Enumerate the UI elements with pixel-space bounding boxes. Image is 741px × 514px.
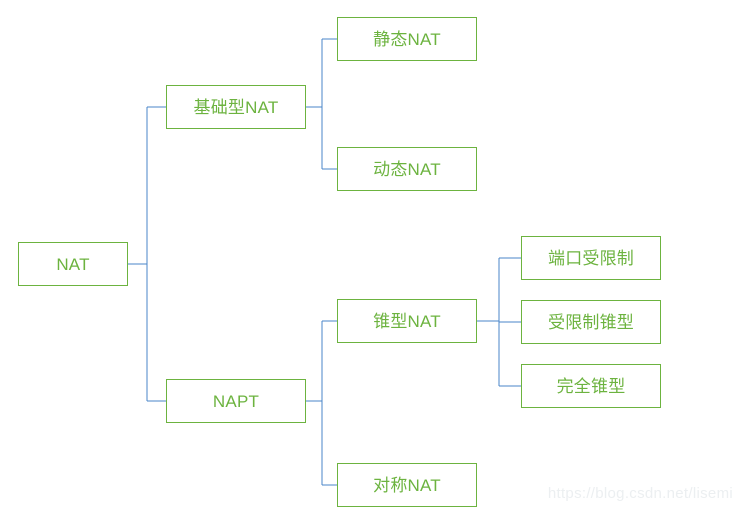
node-label-symmetric: 对称NAT bbox=[373, 475, 441, 495]
node-static[interactable]: 静态NAT bbox=[337, 17, 477, 61]
node-symmetric[interactable]: 对称NAT bbox=[337, 463, 477, 507]
node-label-nat: NAT bbox=[56, 254, 90, 274]
node-full_cone[interactable]: 完全锥型 bbox=[521, 364, 661, 408]
watermark-text: https://blog.csdn.net/lisemi bbox=[547, 485, 733, 502]
node-napt[interactable]: NAPT bbox=[166, 379, 306, 423]
node-label-cone: 锥型NAT bbox=[373, 311, 441, 331]
node-label-full_cone: 完全锥型 bbox=[556, 376, 626, 396]
node-label-static: 静态NAT bbox=[373, 29, 441, 49]
node-label-port_restricted: 端口受限制 bbox=[548, 248, 634, 268]
node-basic[interactable]: 基础型NAT bbox=[166, 85, 306, 129]
node-nat[interactable]: NAT bbox=[18, 242, 128, 286]
node-label-basic: 基础型NAT bbox=[193, 97, 279, 117]
node-restricted_cone[interactable]: 受限制锥型 bbox=[521, 300, 661, 344]
node-label-napt: NAPT bbox=[212, 391, 260, 411]
node-cone[interactable]: 锥型NAT bbox=[337, 299, 477, 343]
node-dynamic[interactable]: 动态NAT bbox=[337, 147, 477, 191]
node-label-restricted_cone: 受限制锥型 bbox=[548, 312, 634, 332]
node-port_restricted[interactable]: 端口受限制 bbox=[521, 236, 661, 280]
node-label-dynamic: 动态NAT bbox=[373, 159, 441, 179]
